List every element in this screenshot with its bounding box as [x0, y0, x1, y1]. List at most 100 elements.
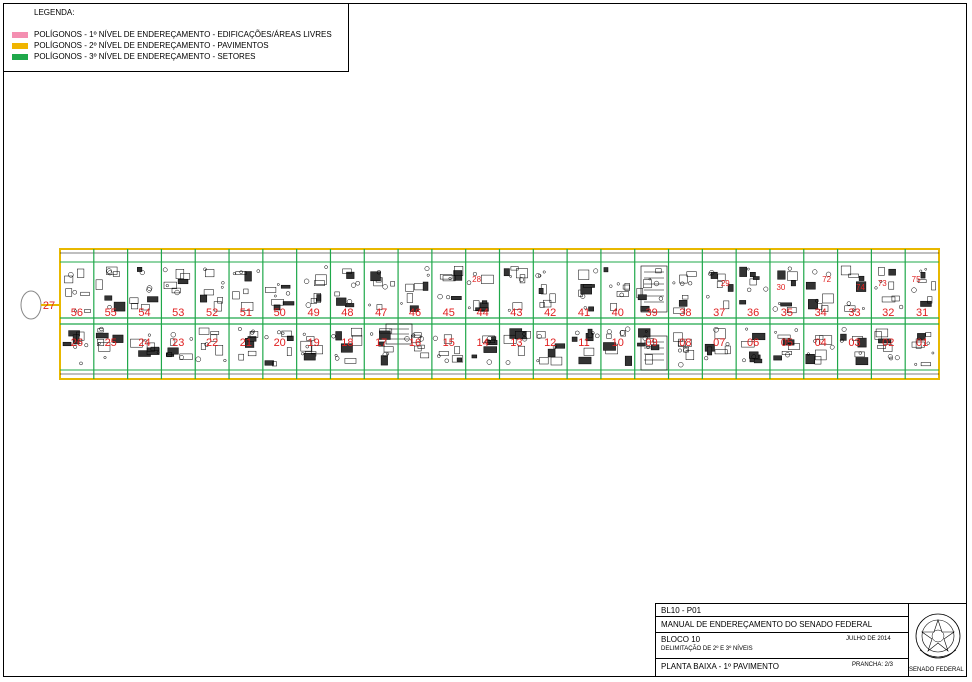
furniture-mark — [205, 269, 215, 278]
sector-label-bottom[interactable]: 08 — [679, 337, 691, 349]
sector-label-bottom[interactable]: 25 — [105, 337, 117, 349]
furniture-mark — [777, 270, 786, 280]
chair-mark — [747, 287, 752, 292]
sector-label-top[interactable]: 46 — [409, 307, 421, 319]
sector-label-bottom[interactable]: 09 — [645, 337, 657, 349]
sector-label-bottom[interactable]: 02 — [882, 337, 894, 349]
sector-label-bottom[interactable]: 06 — [747, 337, 759, 349]
sector-label-top[interactable]: 44 — [476, 307, 488, 319]
chair-mark — [672, 281, 676, 285]
furniture-mark — [232, 291, 240, 300]
furniture-mark — [146, 342, 155, 352]
sector-label-bottom[interactable]: 03 — [848, 337, 860, 349]
tb-divider-v — [908, 604, 909, 676]
sector-label-bottom[interactable]: 05 — [781, 337, 793, 349]
sector-label-bottom[interactable]: 19 — [307, 337, 319, 349]
chair-mark — [658, 296, 664, 301]
chair-mark — [924, 268, 927, 271]
furniture-mark — [638, 328, 651, 338]
sector-label-top[interactable]: 56 — [71, 307, 83, 319]
chair-mark — [106, 268, 112, 274]
chair-mark — [774, 330, 777, 334]
sector-label-minor[interactable]: 75 — [912, 275, 921, 284]
sector-label-bottom[interactable]: 16 — [409, 337, 421, 349]
sector-label-top[interactable]: 35 — [781, 307, 793, 319]
sector-label-bottom[interactable]: 11 — [578, 337, 589, 349]
sector-label-bottom[interactable]: 22 — [206, 337, 218, 349]
furniture-mark — [840, 333, 847, 341]
furniture-mark — [417, 344, 425, 349]
furniture-mark — [554, 343, 566, 349]
sector-label-minor[interactable]: 28 — [472, 275, 481, 284]
sector-label-bottom[interactable]: 01 — [916, 337, 928, 349]
sector-label-top[interactable]: 42 — [544, 307, 556, 319]
sector-label-top[interactable]: 54 — [138, 307, 150, 319]
chair-mark — [303, 278, 310, 284]
sector-label-bottom[interactable]: 23 — [172, 337, 184, 349]
sector-label-top[interactable]: 37 — [713, 307, 725, 319]
sector-label-bottom[interactable]: 18 — [341, 337, 353, 349]
sector-label-bottom[interactable]: 04 — [815, 337, 827, 349]
furniture-mark — [583, 284, 595, 288]
sector-label-bottom[interactable]: 15 — [443, 337, 455, 349]
sector-label-top[interactable]: 52 — [206, 307, 218, 319]
sector-label-top[interactable]: 55 — [105, 307, 117, 319]
sector-label-top[interactable]: 51 — [240, 307, 252, 319]
sector-label-bottom[interactable]: 17 — [375, 337, 387, 349]
furniture-mark — [858, 275, 865, 281]
furniture-mark — [925, 332, 932, 337]
furniture-mark — [411, 334, 421, 344]
furniture-mark — [170, 338, 176, 346]
sector-label-bottom[interactable]: 12 — [544, 337, 556, 349]
furniture-mark — [438, 351, 449, 356]
sector-label-top[interactable]: 41 — [578, 307, 590, 319]
sheet-border — [3, 3, 967, 677]
sector-label-top[interactable]: 38 — [679, 307, 691, 319]
sector-label-top[interactable]: 47 — [375, 307, 387, 319]
chair-mark — [914, 362, 918, 366]
sector-label-bottom[interactable]: 26 — [71, 337, 83, 349]
sector-label-top[interactable]: 40 — [612, 307, 624, 319]
sector-label-top[interactable]: 31 — [916, 307, 928, 319]
sector-label-minor[interactable]: 73 — [878, 279, 887, 288]
furniture-mark — [603, 342, 616, 351]
furniture-mark — [379, 330, 391, 340]
sector-label-top[interactable]: 43 — [510, 307, 522, 319]
furniture-mark — [780, 302, 792, 307]
sector-label-top[interactable]: 48 — [341, 307, 353, 319]
sector-label-top[interactable]: 39 — [645, 307, 657, 319]
sector-label-top[interactable]: 34 — [815, 307, 827, 319]
furniture-mark — [911, 341, 925, 348]
chair-mark — [146, 285, 153, 291]
sector-label-top[interactable]: 50 — [274, 307, 286, 319]
sector-label-minor[interactable]: 72 — [822, 275, 831, 284]
sector-label-bottom[interactable]: 07 — [713, 337, 725, 349]
chair-mark — [812, 269, 818, 275]
sector-label-top[interactable]: 36 — [747, 307, 759, 319]
delimitation: DELIMITAÇÃO DE 2º E 3º NÍVEIS — [661, 646, 753, 652]
chair-mark — [619, 292, 624, 298]
sector-label-top[interactable]: 32 — [882, 307, 894, 319]
sector-label-top[interactable]: 53 — [172, 307, 184, 319]
sector-label-minor[interactable]: 30 — [776, 283, 785, 292]
sector-label-bottom[interactable]: 24 — [138, 337, 150, 349]
polygon-label-27[interactable]: 27 — [43, 300, 55, 312]
legend-item-1: POLÍGONOS - 1º NÍVEL DE ENDEREÇAMENTO - … — [12, 30, 332, 39]
sector-label-bottom[interactable]: 21 — [240, 337, 252, 349]
furniture-mark — [752, 332, 766, 341]
sector-label-bottom[interactable]: 13 — [510, 337, 522, 349]
furniture-mark — [781, 351, 792, 355]
sector-label-bottom[interactable]: 10 — [612, 337, 624, 349]
sector-label-top[interactable]: 49 — [307, 307, 319, 319]
sector-label-minor[interactable]: 74 — [856, 283, 865, 292]
sector-label-bottom[interactable]: 20 — [274, 337, 286, 349]
chair-mark — [706, 294, 710, 299]
sector-label-top[interactable]: 45 — [443, 307, 455, 319]
furniture-mark — [475, 307, 489, 312]
sector-label-bottom[interactable]: 14 — [476, 337, 488, 349]
sector-label-top[interactable]: 33 — [848, 307, 860, 319]
polygon-27-outline — [20, 290, 42, 320]
sector-label-minor[interactable]: 29 — [721, 279, 730, 288]
furniture-mark — [637, 294, 647, 301]
chair-mark — [448, 277, 452, 280]
